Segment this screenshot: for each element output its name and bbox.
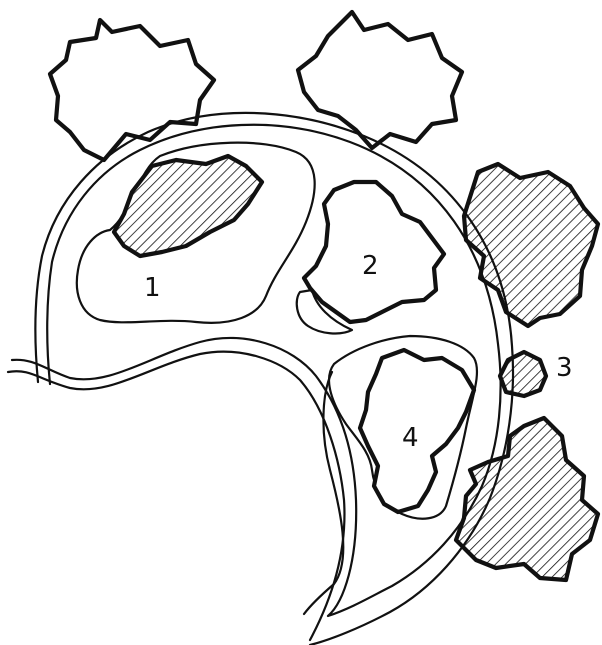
label-4: 4 (402, 423, 419, 453)
free-particle-right-lower[interactable] (456, 418, 598, 580)
free-particle-top-right (298, 12, 462, 148)
membrane-outer (8, 352, 344, 640)
label-2: 2 (362, 251, 379, 281)
label-1: 1 (144, 273, 161, 303)
label-3: 3 (556, 353, 573, 383)
free-particle-right-small[interactable] (500, 352, 546, 396)
